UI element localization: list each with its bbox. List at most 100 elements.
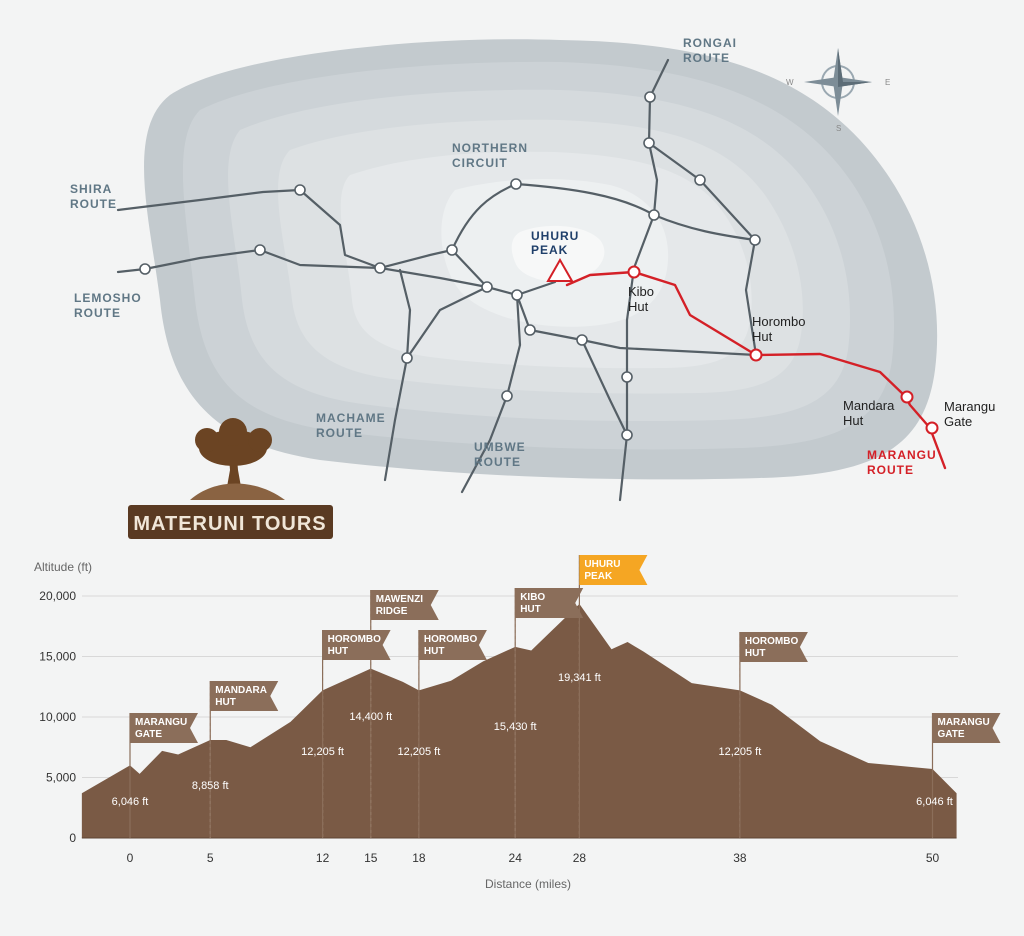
x-tick-label: 24 — [509, 851, 523, 865]
x-tick-label: 28 — [573, 851, 587, 865]
x-axis-label: Distance (miles) — [485, 877, 571, 891]
flag-banner — [370, 590, 439, 620]
flag-label: RIDGE — [376, 606, 408, 617]
flag-banner — [210, 681, 279, 711]
northern-circuit-west — [450, 248, 557, 297]
marangu-waypoints — [627, 265, 939, 435]
marangu-route-line — [565, 270, 947, 470]
flag-label: KIBO — [520, 592, 545, 603]
flag-banner — [932, 713, 1001, 743]
south-east-branch — [580, 338, 629, 437]
y-tick-label: 5,000 — [46, 771, 76, 785]
waypoint — [254, 244, 266, 256]
y-tick-label: 20,000 — [39, 589, 76, 603]
altitude-label: 19,341 ft — [558, 672, 601, 684]
flag-label: MARANGU — [135, 717, 187, 728]
x-tick-label: 12 — [316, 851, 330, 865]
altitude-label: 8,858 ft — [192, 780, 229, 792]
waypoint — [139, 263, 151, 275]
southern-circuit — [515, 293, 758, 357]
waypoint — [643, 137, 655, 149]
flag-label: GATE — [135, 729, 162, 740]
flag-banner — [322, 630, 391, 660]
waypoint — [749, 234, 761, 246]
x-tick-label: 15 — [364, 851, 378, 865]
kibo-hut-marker — [627, 265, 641, 279]
flag-label: PEAK — [584, 571, 613, 582]
waypoint — [481, 281, 493, 293]
compass-w-label: W — [786, 78, 794, 87]
flag-label: HUT — [745, 648, 766, 659]
lemosho-trail — [116, 248, 454, 274]
y-tick-label: 0 — [69, 831, 76, 845]
waypoint — [524, 324, 536, 336]
flag-banner — [579, 555, 648, 585]
mandara-hut-marker — [900, 390, 914, 404]
flag-label: UHURU — [584, 559, 620, 570]
y-axis-label: Altitude (ft) — [34, 560, 92, 574]
waypoint — [621, 429, 633, 441]
flag-label: HUT — [424, 646, 445, 657]
northern-circuit-trail — [450, 182, 757, 252]
uhuru-peak-triangle — [546, 257, 574, 282]
waypoint — [294, 184, 306, 196]
waypoint — [510, 178, 522, 190]
altitude-label: 6,046 ft — [112, 796, 149, 808]
flag-banner — [739, 632, 808, 662]
flag-label: MARANGU — [938, 717, 990, 728]
waypoint — [576, 334, 588, 346]
x-tick-label: 50 — [926, 851, 940, 865]
horombo-hut-marker — [749, 348, 763, 362]
compass-s-label: S — [836, 124, 841, 133]
altitude-label: 15,430 ft — [494, 721, 537, 733]
x-tick-label: 0 — [127, 851, 134, 865]
x-tick-label: 38 — [733, 851, 747, 865]
x-tick-label: 18 — [412, 851, 426, 865]
compass-rose-icon: W E S — [786, 48, 890, 133]
y-tick-label: 15,000 — [39, 650, 76, 664]
waypoint — [374, 262, 386, 274]
logo-text: MATERUNI TOURS — [133, 513, 326, 535]
altitude-label: 14,400 ft — [349, 711, 392, 723]
altitude-label: 12,205 ft — [301, 746, 344, 758]
compass-e-label: E — [885, 78, 890, 87]
waypoint — [621, 371, 633, 383]
altitude-label: 12,205 ft — [397, 746, 440, 758]
summit-snow — [511, 225, 605, 282]
waypoint — [644, 91, 656, 103]
waypoint — [446, 244, 458, 256]
machame-link — [405, 285, 489, 360]
flag-label: HOROMBO — [424, 634, 478, 645]
altitude-label: 12,205 ft — [718, 746, 761, 758]
x-tick-label: 5 — [207, 851, 214, 865]
waypoint — [511, 289, 523, 301]
waypoint — [694, 174, 706, 186]
waypoints — [139, 91, 761, 441]
elevation-profile-chart: Altitude (ft) Distance (miles) 20,000 15,… — [34, 555, 1001, 891]
rongai-trail — [632, 58, 670, 270]
flag-label: HUT — [520, 604, 541, 615]
flag-banner — [130, 713, 198, 743]
waypoint — [648, 209, 660, 221]
flag-banner — [515, 588, 584, 618]
marangu-gate-marker — [925, 421, 939, 435]
waypoint — [501, 390, 513, 402]
flag-label: HOROMBO — [328, 634, 382, 645]
waypoint — [401, 352, 413, 364]
flag-label: HOROMBO — [745, 636, 799, 647]
materuni-tours-logo: MATERUNI TOURS — [128, 418, 333, 539]
